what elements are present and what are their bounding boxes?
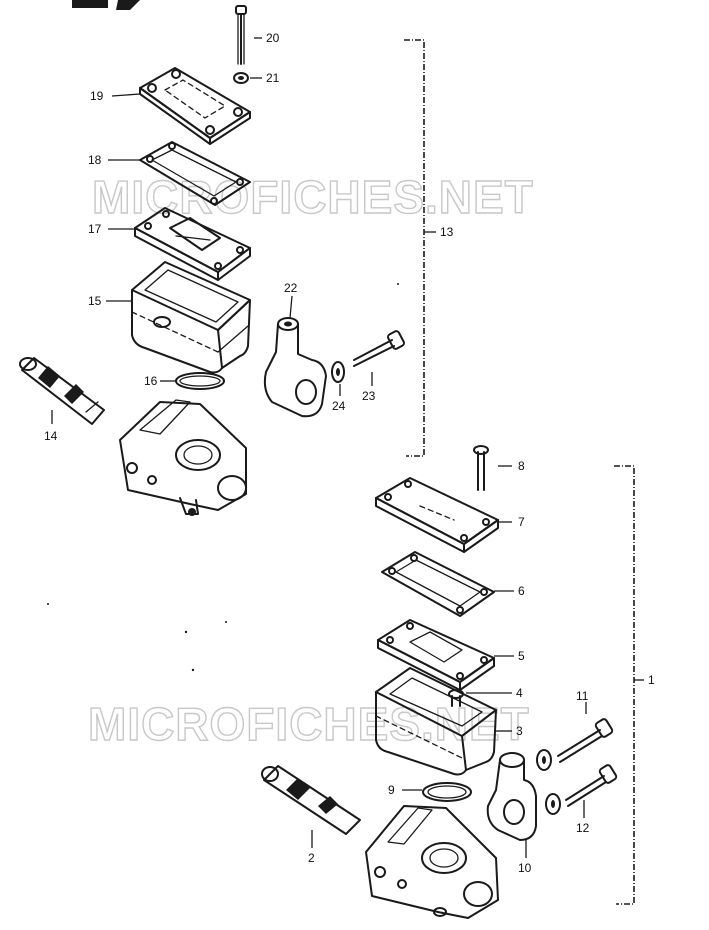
watermark-top: MICROFICHES.NET <box>92 171 534 223</box>
part-21-washer <box>233 72 249 84</box>
lower-master-cylinder-body <box>365 805 499 919</box>
callout-19: 19 <box>90 89 104 103</box>
callout-5: 5 <box>518 649 525 663</box>
part-8-screw <box>473 445 489 491</box>
corner-mark <box>72 0 140 10</box>
callout-labels: 20 21 19 18 17 13 15 22 16 24 23 14 8 7 … <box>44 31 655 875</box>
part-17-diaphragm <box>134 207 251 281</box>
part-12-bolt <box>545 764 618 815</box>
part-11-bolt <box>536 718 614 771</box>
callout-16: 16 <box>144 374 158 388</box>
part-10-fitting <box>486 752 537 841</box>
callout-18: 18 <box>88 153 102 167</box>
part-22-fitting <box>263 317 327 418</box>
callout-10: 10 <box>518 861 532 875</box>
callout-7: 7 <box>518 515 525 529</box>
part-3-reservoir <box>375 667 497 776</box>
callout-12: 12 <box>576 821 590 835</box>
callout-1: 1 <box>648 673 655 687</box>
callout-13: 13 <box>440 225 454 239</box>
callout-3: 3 <box>516 724 523 738</box>
callout-21: 21 <box>266 71 280 85</box>
callout-17: 17 <box>88 222 102 236</box>
callout-14: 14 <box>44 429 58 443</box>
part-7-cover <box>375 477 499 553</box>
callout-2: 2 <box>308 851 315 865</box>
part-15-reservoir <box>131 261 251 374</box>
part-16-o-ring <box>175 372 225 390</box>
scan-specks <box>47 283 399 672</box>
part-14-piston <box>19 357 105 425</box>
callout-6: 6 <box>518 584 525 598</box>
leader-lines <box>51 37 587 858</box>
callout-20: 20 <box>266 31 280 45</box>
part-23-bolt <box>353 330 405 367</box>
callout-11: 11 <box>576 689 589 703</box>
callout-8: 8 <box>518 459 525 473</box>
callout-15: 15 <box>88 294 102 308</box>
callout-23: 23 <box>362 389 376 403</box>
watermark-bottom: MICROFICHES.NET <box>88 698 530 750</box>
callout-24: 24 <box>332 399 346 413</box>
part-18-gasket <box>139 141 251 206</box>
part-19-cover <box>139 67 251 145</box>
part-24-washer <box>331 361 345 383</box>
callout-4: 4 <box>516 686 523 700</box>
callout-22: 22 <box>284 281 298 295</box>
group-bracket-13 <box>404 39 436 457</box>
upper-master-cylinder-body <box>119 399 247 516</box>
callout-9: 9 <box>388 783 395 797</box>
part-6-gasket <box>381 551 495 617</box>
part-20-screw <box>235 5 247 65</box>
part-2-piston <box>261 765 361 835</box>
group-bracket-1 <box>614 465 644 905</box>
part-9-o-ring <box>422 782 472 802</box>
